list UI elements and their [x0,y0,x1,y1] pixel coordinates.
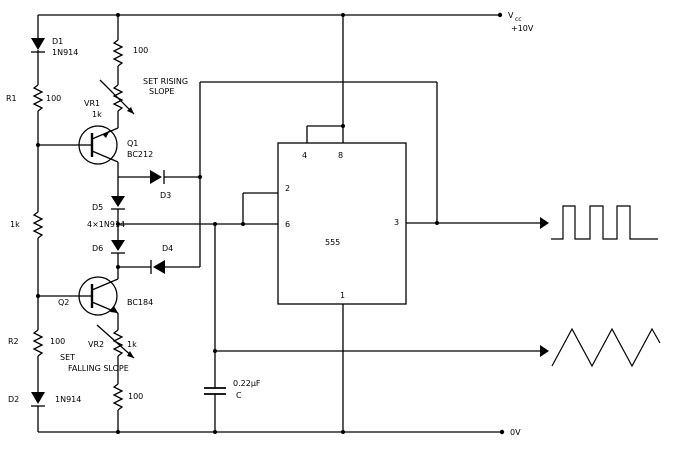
r-1k-resistor [32,211,44,239]
ground-label: 0V [510,428,521,437]
d1-part: 1N914 [52,48,78,57]
left-branch [31,15,80,432]
vcc-sub-label: cc [515,16,522,23]
ic-pin-3: 3 [394,218,399,227]
r2-label: R2 [8,337,19,346]
d2-diode [31,392,45,407]
vr2-label: VR2 [88,340,104,349]
feedback-network [116,81,438,274]
r1-value: 100 [46,94,61,103]
r1-label: R1 [6,94,17,103]
q1-label: Q1 [127,139,138,148]
d4-label: D4 [162,244,173,253]
d5-part: 4×1N914 [87,220,125,229]
capacitor [204,224,540,432]
q2-part: BC184 [127,298,153,307]
ic-pin-1: 1 [340,291,345,300]
ic-pin-8: 8 [338,151,343,160]
d4-diode [150,260,165,274]
vcc-value: +10V [511,24,534,33]
ic-pin-6: 6 [285,220,290,229]
middle-branch [78,15,135,432]
q1-part: BC212 [127,150,153,159]
vr1-label: VR1 [84,99,100,108]
cap-label: C [236,391,242,400]
r1-resistor [32,84,44,112]
square-output-arrow [540,217,549,229]
d6-diode [111,240,125,254]
d5-label: D5 [92,203,103,212]
r-bottom-resistor [112,383,124,411]
r-bottom-value: 100 [128,392,143,401]
r-mid-value: 1k [10,220,20,229]
ic-pin-2: 2 [285,184,290,193]
d2-label: D2 [8,395,19,404]
d1-label: D1 [52,37,63,46]
d1-diode [31,38,45,85]
q1-transistor [78,125,119,165]
triangle-output-arrow [540,345,549,357]
r-top-resistor [112,39,124,67]
q2-transistor [78,276,119,316]
ground-terminal [499,429,505,435]
r-top-value: 100 [133,46,148,55]
ic-name: 555 [325,238,340,247]
cap-value: 0.22μF [233,379,261,388]
triangle-wave [551,327,661,368]
vr1-value: 1k [92,110,102,119]
vr2-value: 1k [127,340,137,349]
vcc-label: V [508,11,514,20]
r2-resistor [32,329,44,357]
ic-555 [241,13,540,434]
d5-diode [111,196,125,210]
q2-label: Q2 [58,298,69,307]
vr1-set-label: SET RISING [143,77,188,86]
d6-label: D6 [92,244,103,253]
r2-value: 100 [50,337,65,346]
vr1-slope-label: SLOPE [149,87,174,96]
d3-diode [150,170,165,184]
vr2-set-label: SET [60,353,75,362]
ic-pin-4: 4 [302,151,307,160]
d3-label: D3 [160,191,171,200]
square-wave [551,205,658,240]
d2-part: 1N914 [55,395,81,404]
vcc-terminal [497,12,503,18]
vr2-slope-label: FALLING SLOPE [68,364,129,373]
